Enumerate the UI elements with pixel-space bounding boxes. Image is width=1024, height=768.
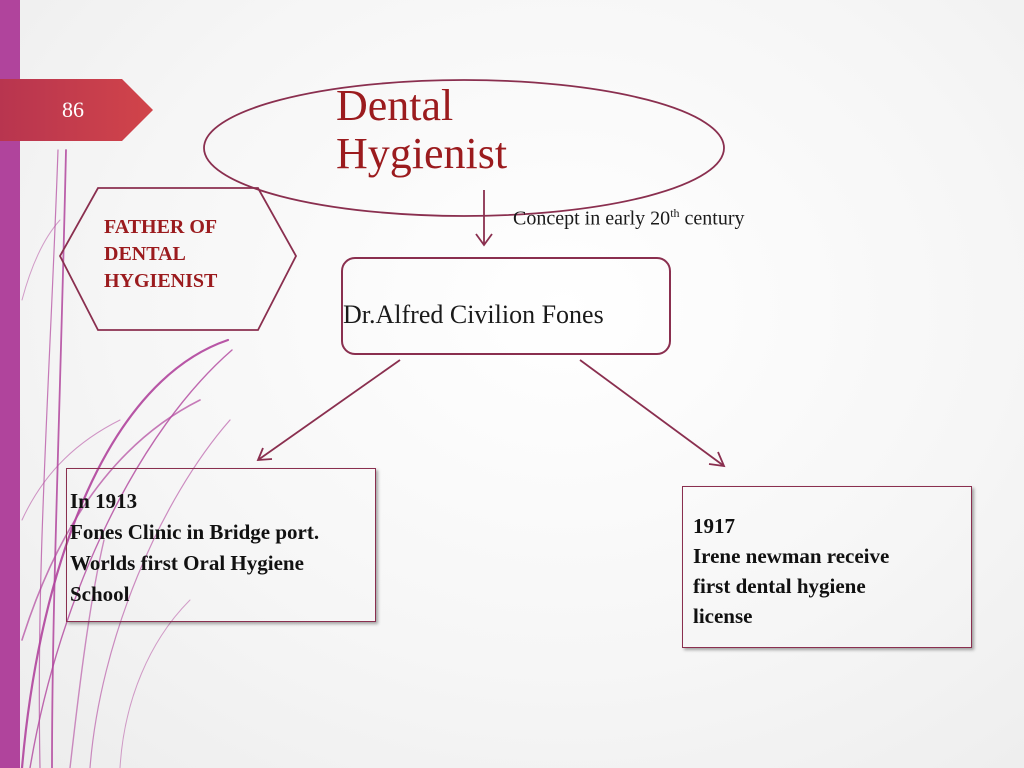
father-line-2: DENTAL: [104, 243, 186, 265]
arrowhead-fones-to-right: [708, 451, 726, 468]
concept-prefix: Concept in early 20: [513, 207, 671, 230]
left-accent-bar: [0, 0, 20, 768]
right-line-1: 1917: [693, 514, 735, 538]
arrow-fones-to-right: [579, 359, 725, 467]
father-line-3: HYGIENIST: [104, 270, 218, 292]
left-line-3: Worlds first Oral Hygiene: [70, 551, 304, 575]
right-event-text: 1917 Irene newman receive first dental h…: [693, 511, 963, 631]
concept-suffix: century: [679, 207, 745, 230]
right-line-4: license: [693, 604, 753, 628]
concept-superscript: th: [670, 206, 680, 220]
arrowhead-title-to-fones: [475, 233, 493, 247]
decorative-curves: [20, 149, 233, 768]
arrow-fones-to-left: [257, 359, 401, 461]
title-ellipse: [203, 79, 725, 217]
fones-box: [341, 257, 671, 355]
right-line-2: Irene newman receive: [693, 544, 890, 568]
left-event-box: [66, 468, 376, 622]
right-event-box: [682, 486, 972, 648]
left-event-text: In 1913 Fones Clinic in Bridge port. Wor…: [70, 486, 390, 610]
left-line-2: Fones Clinic in Bridge port.: [70, 520, 320, 544]
father-label: FATHER OF DENTAL HYGIENIST: [104, 214, 274, 295]
father-hexagon: [58, 187, 298, 331]
page-number-tab: [0, 79, 153, 141]
concept-label: Concept in early 20th century: [513, 206, 745, 231]
title-line-1: Dental: [336, 81, 454, 130]
right-line-3: first dental hygiene: [693, 574, 866, 598]
slide-title: Dental Hygienist: [336, 82, 507, 178]
page-number: 86: [62, 97, 84, 122]
title-line-2: Hygienist: [336, 129, 508, 178]
arrowhead-fones-to-left: [256, 447, 273, 462]
father-line-1: FATHER OF: [104, 216, 218, 238]
left-line-4: School: [70, 582, 130, 606]
left-line-1: In 1913: [70, 489, 138, 513]
fones-name: Dr.Alfred Civilion Fones: [343, 300, 604, 329]
